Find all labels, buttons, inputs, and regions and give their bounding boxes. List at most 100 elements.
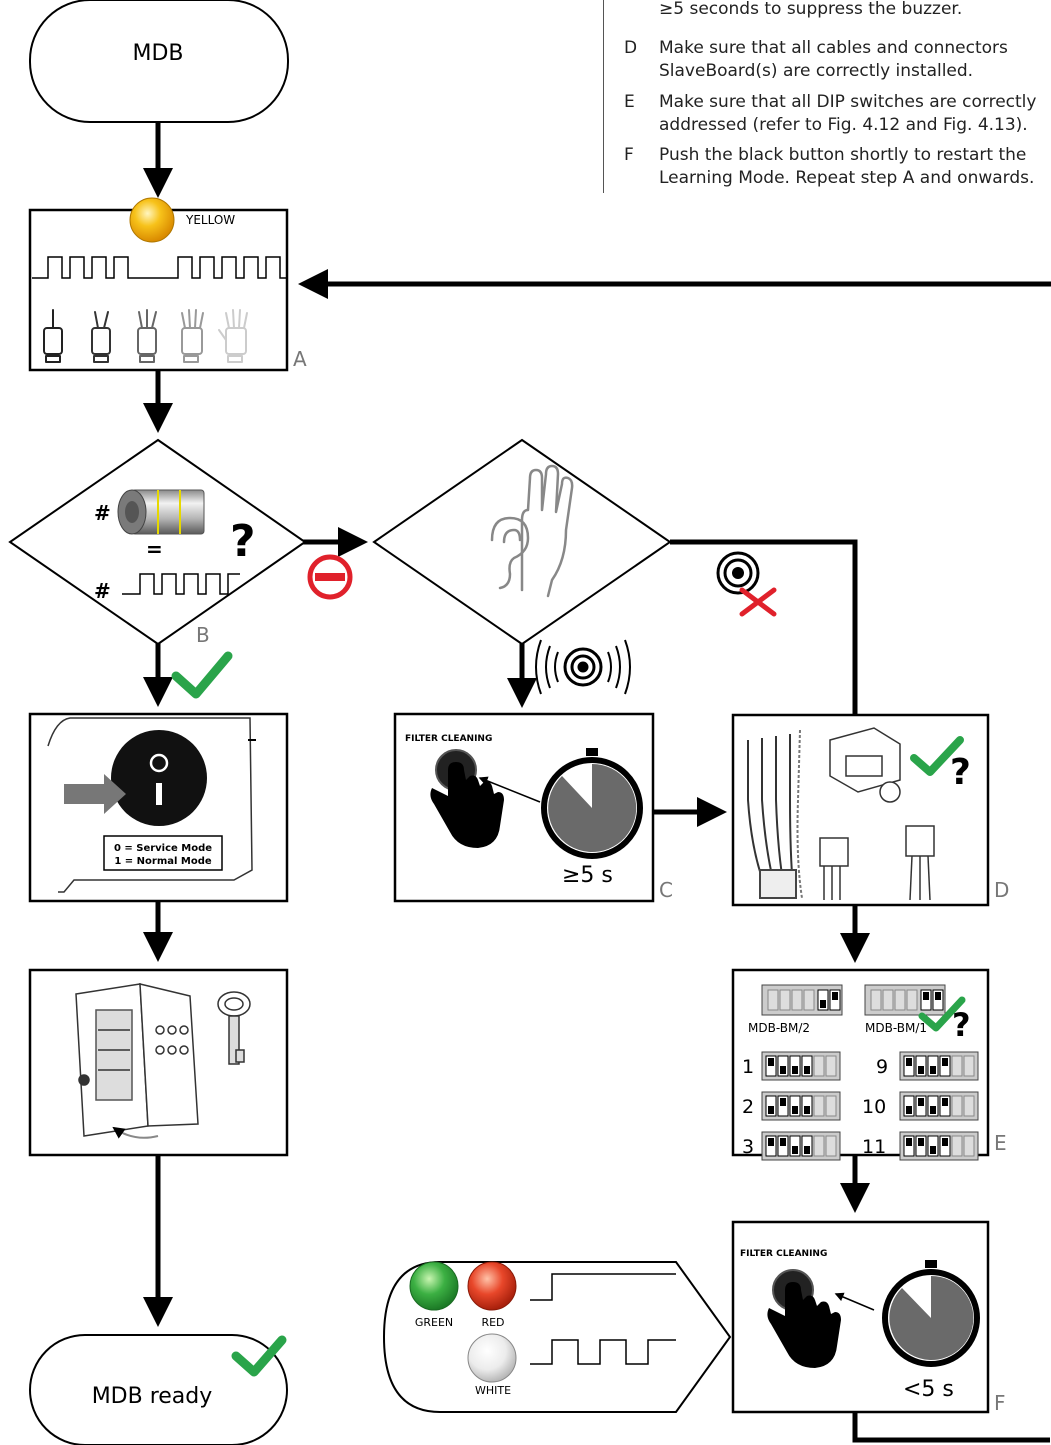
steady-signal-icon: [530, 1273, 676, 1301]
dip-switch-grid: [761, 1051, 979, 1161]
check-icon-end: [231, 1335, 287, 1377]
module-left-label: MDB-BM/2: [748, 1021, 810, 1035]
step-d-box: ? D: [731, 713, 1009, 907]
decision-hear-diamond: [372, 438, 672, 646]
green-lamp-icon: [409, 1261, 459, 1311]
step-e-label: E: [994, 1131, 1007, 1155]
decision-b-diamond: # = ? # B: [8, 438, 307, 647]
check-icon-b: [171, 651, 233, 699]
arrow-pointer-icon: [64, 774, 126, 814]
filter-cleaning-label-f: FILTER CLEANING: [740, 1249, 827, 1259]
buzzer-off-icon: [716, 551, 777, 617]
dip-row-right-11: 11: [862, 1136, 886, 1158]
step-b-label: B: [196, 623, 210, 647]
dip-switch-lever: [768, 1106, 774, 1114]
end-node: MDB ready: [29, 1334, 288, 1445]
dip-row-left-1: 1: [742, 1056, 754, 1078]
blink-pattern-icon: [32, 256, 286, 279]
filter-cleaning-label-c: FILTER CLEANING: [405, 734, 492, 744]
dip-switch-lever: [930, 1066, 936, 1074]
step-c-label: C: [659, 878, 673, 902]
dip-switch-lever: [804, 1146, 810, 1154]
dip-module-left: [761, 984, 843, 1016]
dip-switch-lever: [804, 1106, 810, 1114]
dip-switch: [825, 1055, 837, 1077]
dip-switch-lever: [780, 1066, 786, 1074]
red-lamp-icon: [467, 1261, 517, 1311]
dip-row-left-3: 3: [742, 1136, 754, 1158]
filter-cartridge-icon: [117, 489, 205, 535]
red-label: RED: [481, 1316, 504, 1329]
dip-switch-lever: [918, 1098, 924, 1106]
step-d-label: D: [994, 878, 1009, 902]
end-label: MDB ready: [92, 1384, 213, 1409]
mode-legend: [103, 835, 223, 871]
black-button-icon-f: [767, 1269, 841, 1368]
step-c-box: FILTER CLEANING ≥5 s C: [393, 712, 673, 903]
cabinet-box: [28, 968, 289, 1157]
stopwatch-icon: [541, 748, 643, 859]
start-label: MDB: [132, 41, 183, 66]
equals-sign: =: [146, 537, 163, 561]
dip-switch: [825, 1095, 837, 1117]
dip-switch-lever: [918, 1066, 924, 1074]
question-icon-d: ?: [950, 752, 971, 793]
step-f-box: FILTER CLEANING <5 s F: [731, 1220, 1006, 1415]
dip-switch: [963, 1055, 975, 1077]
step-a-box: YELLOW A: [28, 197, 307, 372]
hash-bottom: #: [94, 579, 111, 603]
counting-hands-icon: [43, 309, 248, 363]
step-e-box: MDB-BM/2 MDB-BM/1 ? 1 2 3 9 10 11 E: [731, 968, 1007, 1161]
check-icon-e: [918, 996, 966, 1032]
no-entry-icon: [307, 554, 353, 600]
dip-module-right: [864, 984, 946, 1016]
control-cabinet-icon: [75, 983, 199, 1137]
stopwatch-icon-f: [882, 1260, 980, 1367]
yellow-lamp-icon: [129, 197, 175, 243]
question-icon-e: ?: [952, 1006, 971, 1044]
dip-switch: [813, 1055, 825, 1077]
dip-switch-lever: [804, 1066, 810, 1074]
blink-signal-icon: [530, 1339, 676, 1365]
dip-switch-lever: [792, 1066, 798, 1074]
open-arrow-icon: [112, 1126, 159, 1139]
dip-switch: [963, 1135, 975, 1157]
lamp-color-label: YELLOW: [185, 213, 235, 227]
ear-hand-icon: [490, 464, 574, 598]
dip-switch: [813, 1135, 825, 1157]
white-lamp-icon: [467, 1333, 517, 1383]
dip-switch-lever: [768, 1058, 774, 1066]
dip-row-right-10: 10: [862, 1096, 886, 1118]
dip-switch-lever: [930, 1106, 936, 1114]
dip-switch: [813, 1095, 825, 1117]
dip-switch-lever: [942, 1138, 948, 1146]
dip-switch: [951, 1095, 963, 1117]
dip-switch-lever: [918, 1138, 924, 1146]
connector-plug-icon: [829, 727, 901, 803]
dip-switch-lever: [942, 1098, 948, 1106]
connector-hear-to-d: [670, 539, 858, 715]
dip-row-right-9: 9: [876, 1056, 888, 1078]
time-f: <5 s: [903, 1377, 954, 1402]
dip-switch: [951, 1135, 963, 1157]
mode-switch-box: 0 = Service Mode 1 = Normal Mode: [28, 712, 289, 903]
white-label: WHITE: [475, 1384, 511, 1397]
step-f-label: F: [994, 1391, 1006, 1415]
check-icon-d: [910, 736, 964, 776]
time-c: ≥5 s: [562, 863, 613, 888]
green-label: GREEN: [415, 1316, 453, 1329]
key-icon: [217, 991, 251, 1065]
dip-switch-lever: [768, 1138, 774, 1146]
module-right-label: MDB-BM/1: [865, 1021, 927, 1035]
dip-switch: [825, 1135, 837, 1157]
dip-switch: [963, 1095, 975, 1117]
power-switch-icon: [111, 730, 207, 826]
dip-switch-lever: [780, 1138, 786, 1146]
dip-switch-lever: [792, 1146, 798, 1154]
mode-line-service: 0 = Service Mode: [114, 843, 212, 854]
buzzer-on-icon: [535, 639, 631, 695]
pulse-count-icon: [122, 573, 240, 595]
step-a-label: A: [293, 347, 307, 371]
